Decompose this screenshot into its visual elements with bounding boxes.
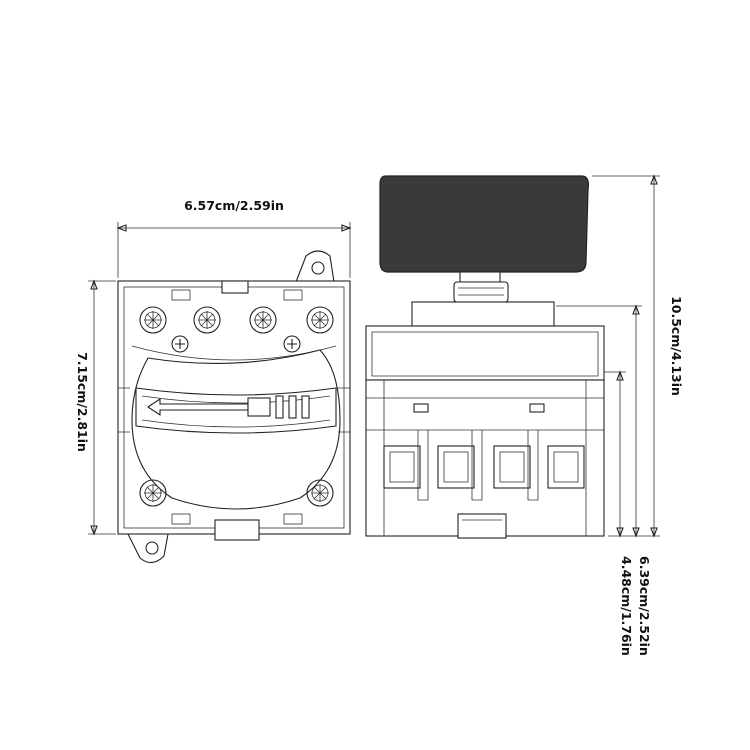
terminal-screw-icon <box>139 479 167 507</box>
terminal-screw-icon <box>306 479 334 507</box>
side-base-height-dimension: 4.48cm/1.76in <box>604 370 634 656</box>
front-view <box>117 250 351 564</box>
side-shaft-top <box>459 271 501 283</box>
handle-grip-block <box>247 397 271 417</box>
handle-grip-bar <box>288 395 297 419</box>
bottom-connector-tab <box>214 519 260 541</box>
side-total-height-dimension: 10.5cm/4.13in <box>592 174 684 538</box>
side-bottom-tab <box>457 513 507 539</box>
side-total-height-label: 10.5cm/4.13in <box>669 296 684 396</box>
top-connector-tab <box>221 280 249 294</box>
side-base-height-label: 4.48cm/1.76in <box>619 556 634 656</box>
side-body-height-label: 6.39cm/2.52in <box>637 556 652 656</box>
side-upper-body <box>365 325 605 381</box>
bottom-mounting-ear <box>127 533 169 564</box>
front-width-dimension: 6.57cm/2.59in <box>116 198 352 278</box>
side-terminal-block <box>383 430 429 501</box>
side-slot <box>413 403 429 413</box>
side-terminal-block <box>547 445 585 489</box>
bottom-slot <box>283 513 303 525</box>
side-view <box>365 175 605 539</box>
front-height-label: 7.15cm/2.81in <box>75 352 90 452</box>
side-knob-cap <box>379 175 589 273</box>
top-slot <box>283 289 303 301</box>
terminal-screw-icon <box>306 306 334 334</box>
terminal-screw-icon <box>139 306 167 334</box>
cover-screw-right <box>283 335 301 353</box>
side-slot <box>529 403 545 413</box>
terminal-screw-icon <box>193 306 221 334</box>
bottom-mounting-hole <box>145 541 159 555</box>
top-terminal-screws <box>139 306 334 334</box>
front-width-label: 6.57cm/2.59in <box>184 198 284 213</box>
side-terminal-block <box>437 430 483 501</box>
side-top-plate <box>411 301 555 327</box>
top-mounting-hole <box>311 261 325 275</box>
top-mounting-ear <box>295 250 335 283</box>
bottom-slot <box>171 513 191 525</box>
front-height-dimension: 7.15cm/2.81in <box>75 279 116 536</box>
side-terminal-block <box>493 430 539 501</box>
handle-grip-bar <box>275 395 284 419</box>
top-slot <box>171 289 191 301</box>
side-body-height-dimension: 6.39cm/2.52in <box>556 304 652 656</box>
terminal-screw-icon <box>249 306 277 334</box>
side-shaft-collar <box>453 281 509 303</box>
handle-grip-bar <box>301 395 310 419</box>
cover-screw-left <box>171 335 189 353</box>
